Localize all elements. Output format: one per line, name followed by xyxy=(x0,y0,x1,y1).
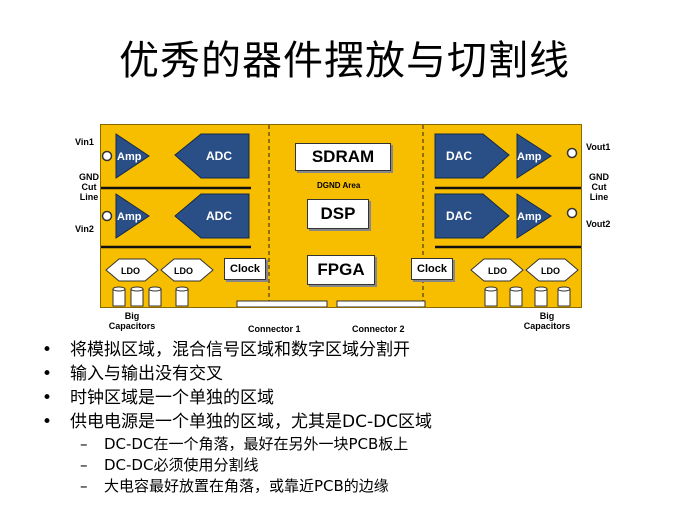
ldo-right-2-label: LDO xyxy=(541,266,560,276)
ldo-left-2 xyxy=(160,258,214,282)
amp-left-top xyxy=(115,133,150,179)
bullet-item: •时钟区域是一个单独的区域 xyxy=(42,388,274,408)
bullet-item: •供电电源是一个单独的区域，尤其是DC-DC区域 xyxy=(42,412,433,432)
dac-right-bottom xyxy=(434,193,510,239)
amp-left-bottom xyxy=(115,193,150,239)
ldo-left-1 xyxy=(105,258,159,282)
clock-box-right: Clock xyxy=(411,258,453,280)
dac-right-top-label: DAC xyxy=(446,149,472,163)
sub-bullet-item: –大电容最好放置在角落，或靠近PCB的边缘 xyxy=(80,477,389,495)
vin2-label: Vin2 xyxy=(75,224,94,234)
amp-right-bottom-label: Amp xyxy=(517,211,542,223)
connector-2 xyxy=(336,300,426,307)
connector-1 xyxy=(236,300,328,307)
amp-right-top-label: Amp xyxy=(517,151,542,163)
vout1-connector xyxy=(566,147,578,159)
slide-title: 优秀的器件摆放与切割线 xyxy=(119,38,570,84)
amp-left-top-label: Amp xyxy=(117,151,142,163)
gnd-cut-line-right-label: GND Cut Line xyxy=(589,172,609,202)
gnd-cut-line-left-label: GND Cut Line xyxy=(79,172,99,202)
bullet-list: •将模拟区域，混合信号区域和数字区域分割开 •输入与输出没有交叉 •时钟区域是一… xyxy=(40,338,432,497)
big-capacitors-left xyxy=(112,286,189,307)
fpga-box: FPGA xyxy=(307,255,375,285)
vin2-connector xyxy=(101,210,113,222)
adc-left-top-label: ADC xyxy=(206,149,232,163)
ldo-right-1 xyxy=(470,258,524,282)
clock-box-left: Clock xyxy=(224,258,266,280)
ldo-right-1-label: LDO xyxy=(488,266,507,276)
ldo-left-1-label: LDO xyxy=(121,266,140,276)
big-capacitors-left-label: Big Capacitors xyxy=(108,311,156,331)
connector-2-label: Connector 2 xyxy=(352,324,405,334)
board-drawing: Amp Amp ADC ADC DAC DAC Amp Amp LDO LDO … xyxy=(101,125,581,307)
dac-right-top xyxy=(434,133,510,179)
dgnd-area-label: DGND Area xyxy=(317,181,361,190)
amp-right-bottom xyxy=(516,193,552,239)
vout1-label: Vout1 xyxy=(586,142,611,152)
ldo-left-2-label: LDO xyxy=(174,266,193,276)
bullet-item: •输入与输出没有交叉 xyxy=(42,364,223,384)
big-capacitors-right xyxy=(484,286,571,307)
bullet-item: •将模拟区域，混合信号区域和数字区域分割开 xyxy=(42,340,410,360)
vout2-connector xyxy=(566,207,578,219)
sub-bullet-item: –DC-DC必须使用分割线 xyxy=(80,456,259,474)
adc-left-bottom xyxy=(174,193,250,239)
amp-left-bottom-label: Amp xyxy=(117,211,142,223)
pcb-board: Amp Amp ADC ADC DAC DAC Amp Amp LDO LDO … xyxy=(100,124,582,308)
sdram-box: SDRAM xyxy=(295,143,391,171)
dsp-box: DSP xyxy=(307,199,369,229)
vin1-connector xyxy=(101,150,113,162)
big-capacitors-right-label: Big Capacitors xyxy=(523,311,571,331)
adc-left-top xyxy=(174,133,250,179)
dac-right-bottom-label: DAC xyxy=(446,209,472,223)
connector-1-label: Connector 1 xyxy=(248,324,301,334)
adc-left-bottom-label: ADC xyxy=(206,209,232,223)
vin1-label: Vin1 xyxy=(75,137,94,147)
amp-right-top xyxy=(516,133,552,179)
vout2-label: Vout2 xyxy=(586,219,611,229)
sub-bullet-list: –DC-DC在一个角落，最好在另外一块PCB板上 –DC-DC必须使用分割线 –… xyxy=(40,434,432,497)
ldo-right-2 xyxy=(525,258,579,282)
sub-bullet-item: –DC-DC在一个角落，最好在另外一块PCB板上 xyxy=(80,435,409,453)
